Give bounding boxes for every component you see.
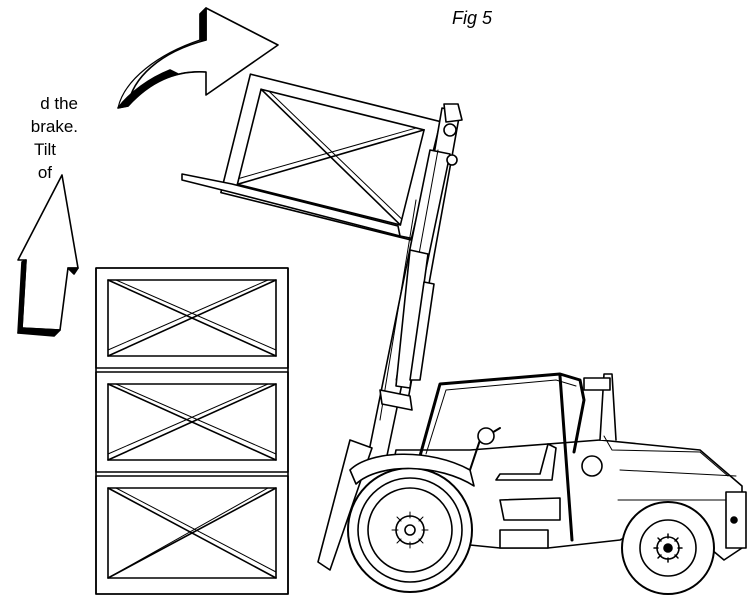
text-line: Tilt — [33, 140, 56, 159]
figure-label: Fig 5 — [452, 8, 493, 28]
operator-cab — [418, 372, 586, 542]
text-line: d the — [40, 94, 78, 113]
rear-wheel — [621, 501, 715, 595]
front-wheel — [347, 467, 473, 593]
front-fender — [349, 453, 475, 487]
crate-bottom — [95, 475, 289, 595]
crate-stack — [95, 267, 289, 595]
cropped-instruction-text: d the brake. Tilt of — [0, 92, 78, 184]
lift-up-arrow-icon — [17, 174, 79, 337]
crate-middle — [95, 371, 289, 473]
crate-top — [95, 267, 289, 369]
text-line: of — [37, 163, 52, 182]
tilt-arrow-icon — [117, 7, 279, 109]
chassis — [391, 373, 747, 561]
text-line: brake. — [30, 117, 78, 136]
